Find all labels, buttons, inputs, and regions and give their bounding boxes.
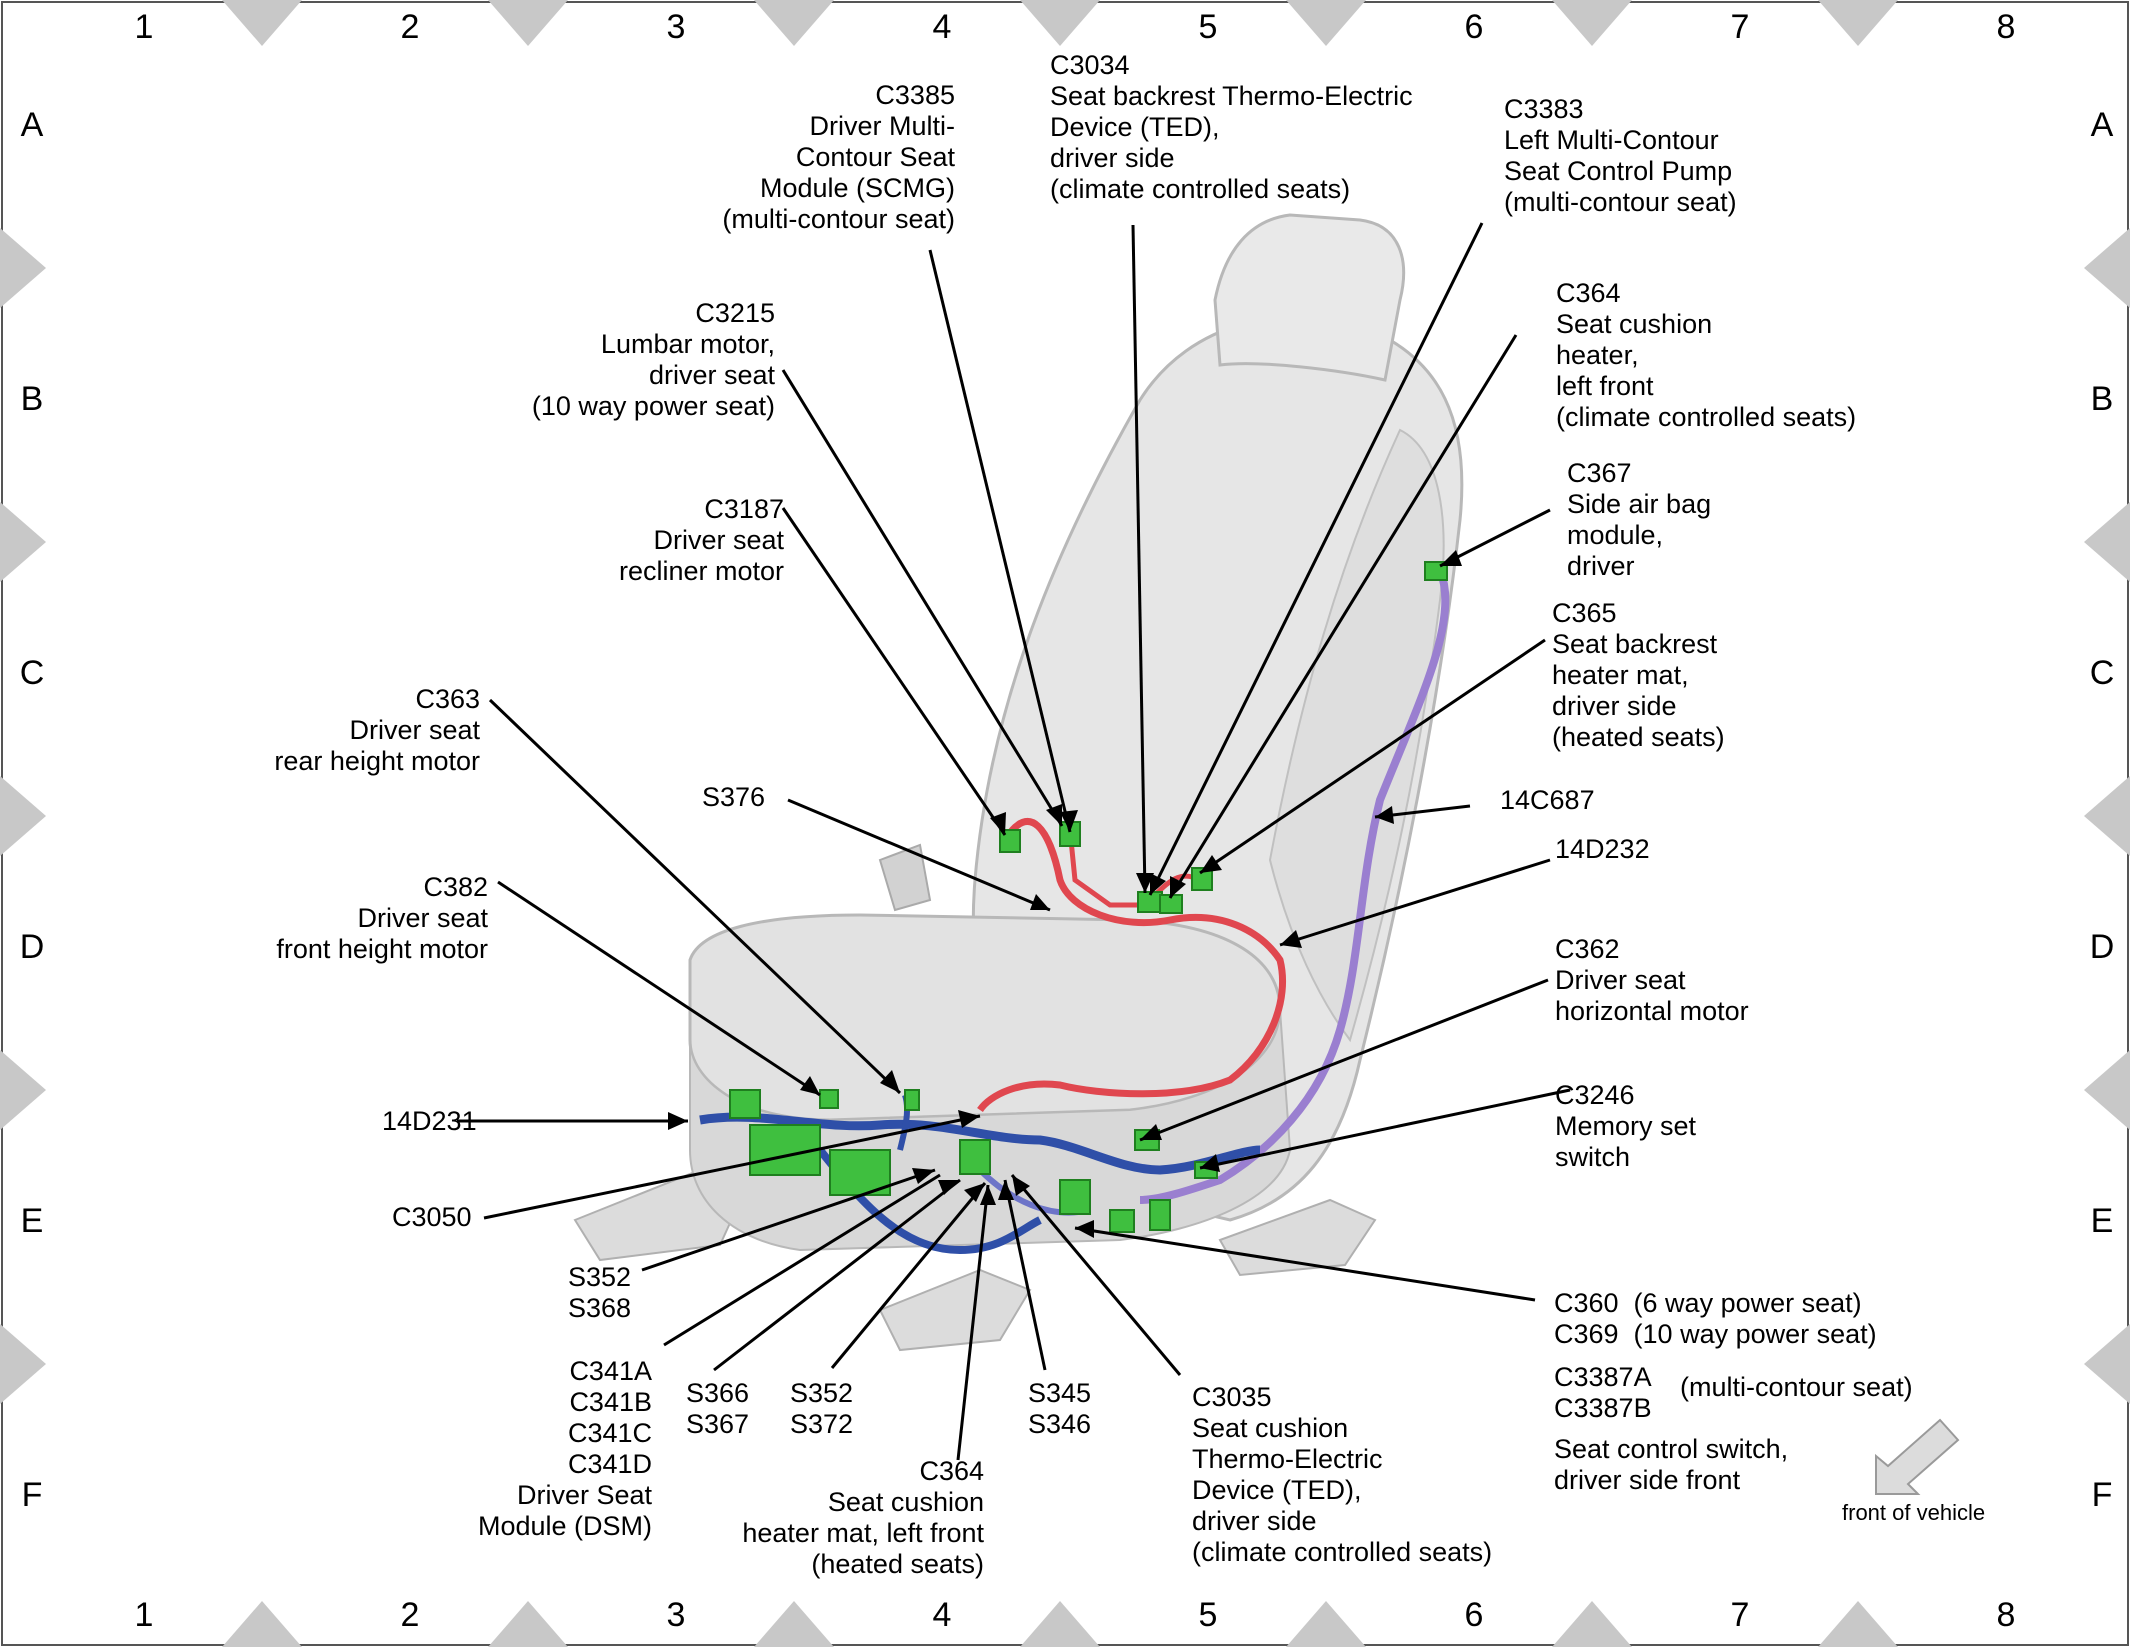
col-label-bottom: 3 [666,1596,686,1634]
callout-c3387-note: (multi-contour seat) [1680,1372,1913,1402]
callout-14d232: 14D232 [1555,834,1650,864]
callout-s366-s367: S366 S367 [686,1378,750,1439]
col-label-top: 1 [134,8,154,46]
col-label-top: 4 [932,8,952,46]
col-label-bottom: 8 [1996,1596,2016,1634]
callout-c360-c369: C360 (6 way power seat) C369 (10 way pow… [1554,1288,1877,1349]
col-label-bottom: 1 [134,1596,154,1634]
callout-c3383: C3383 Left Multi-Contour Seat Control Pu… [1504,94,1737,217]
callout-s376: S376 [702,782,766,812]
front-of-vehicle-label: front of vehicle [1842,1500,1986,1525]
callout-c364-bottom: C364 Seat cushion heater mat, left front… [742,1456,984,1579]
callout-c3187: C3187 Driver seat recliner motor [618,494,784,586]
callout-s352-s368: S352 S368 [568,1262,632,1323]
row-label-left: D [19,928,45,966]
row-label-right: A [2090,106,2114,144]
callout-seat-control-switch: Seat control switch, driver side front [1554,1434,1789,1495]
callout-c341-dsm: C341A C341B C341C C341D Driver Seat Modu… [477,1356,652,1541]
front-of-vehicle-arrow-icon [1875,1418,1960,1495]
callout-c3050: C3050 [392,1202,472,1232]
col-label-top: 7 [1730,8,1750,46]
callout-c363: C363 Driver seat rear height motor [274,684,480,776]
row-label-left: E [20,1202,44,1240]
callout-c367: C367 Side air bag module, driver [1567,458,1712,581]
col-label-top: 6 [1464,8,1484,46]
col-label-top: 8 [1996,8,2016,46]
col-label-bottom: 6 [1464,1596,1484,1634]
callout-14c687: 14C687 [1500,785,1595,815]
callout-c3215: C3215 Lumbar motor, driver seat (10 way … [531,298,775,421]
callout-s345-s346: S345 S346 [1028,1378,1092,1439]
col-label-top: 5 [1198,8,1218,46]
callout-c362: C362 Driver seat horizontal motor [1555,934,1749,1026]
callout-c3035: C3035 Seat cushion Thermo-Electric Devic… [1192,1382,1493,1567]
callout-14d231: 14D231 [382,1106,477,1136]
col-label-bottom: 7 [1730,1596,1750,1634]
leader-arrowheads [668,550,1462,1238]
row-label-left: A [20,106,44,144]
row-label-right: E [2090,1202,2114,1240]
callout-s352-s372: S352 S372 [790,1378,854,1439]
callout-c3246: C3246 Memory set switch [1555,1080,1697,1172]
callout-c3034: C3034 Seat backrest Thermo-Electric Devi… [1050,50,1413,204]
col-label-top: 3 [666,8,686,46]
connectors [729,561,1448,1233]
callout-c3385: C3385 Driver Multi- Contour Seat Module … [722,80,955,234]
row-label-right: C [2089,654,2115,692]
col-label-bottom: 4 [932,1596,952,1634]
col-label-bottom: 2 [400,1596,420,1634]
col-label-top: 2 [400,8,420,46]
callout-c382: C382 Driver seat front height motor [276,872,488,964]
callout-c3387: C3387A C3387B [1554,1362,1652,1423]
row-label-right: F [2091,1476,2113,1514]
row-label-left: C [19,654,45,692]
row-label-left: F [21,1476,43,1514]
callout-c365: C365 Seat backrest heater mat, driver si… [1552,598,1725,752]
col-label-bottom: 5 [1198,1596,1218,1634]
row-label-left: B [20,380,44,418]
row-label-right: D [2089,928,2115,966]
callout-c364-top: C364 Seat cushion heater, left front (cl… [1556,278,1857,432]
row-label-right: B [2090,380,2114,418]
